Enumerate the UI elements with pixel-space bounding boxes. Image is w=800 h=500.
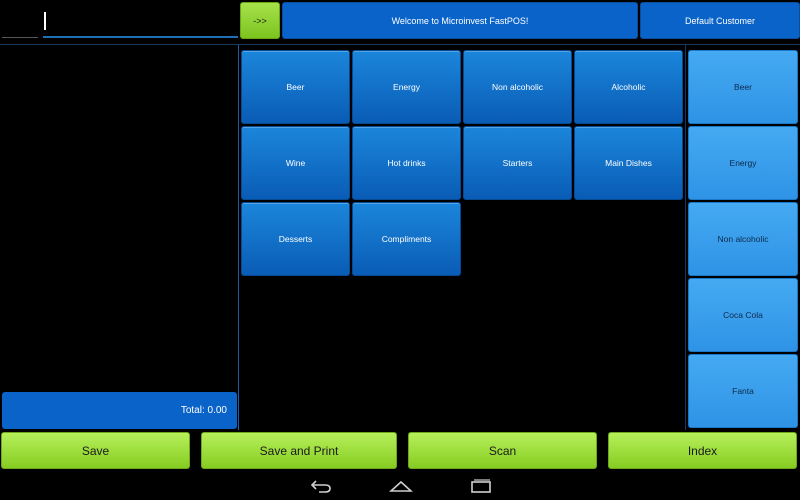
system-nav-bar: [0, 472, 800, 500]
category-desserts[interactable]: Desserts: [241, 202, 350, 276]
order-list[interactable]: [0, 46, 237, 390]
total-panel: Total: 0.00: [2, 392, 237, 429]
order-panel-divider: [238, 45, 239, 430]
home-icon[interactable]: [388, 476, 414, 496]
save-and-print-button[interactable]: Save and Print: [201, 432, 397, 469]
customer-button[interactable]: Default Customer: [640, 2, 800, 39]
items-panel-divider: [685, 45, 686, 430]
search-input[interactable]: [43, 4, 238, 38]
category-hot-drinks[interactable]: Hot drinks: [352, 126, 461, 200]
total-label: Total: 0.00: [180, 405, 227, 416]
recents-icon[interactable]: [468, 476, 494, 496]
category-beer[interactable]: Beer: [241, 50, 350, 124]
save-button[interactable]: Save: [1, 432, 190, 469]
text-caret: [44, 12, 46, 30]
category-main-dishes[interactable]: Main Dishes: [574, 126, 683, 200]
category-compliments[interactable]: Compliments: [352, 202, 461, 276]
category-alcoholic[interactable]: Alcoholic: [574, 50, 683, 124]
item-coca-cola[interactable]: Coca Cola: [688, 278, 798, 352]
go-button[interactable]: ->>: [240, 2, 280, 39]
item-beer[interactable]: Beer: [688, 50, 798, 124]
quantity-box[interactable]: [2, 10, 38, 38]
back-icon[interactable]: [308, 476, 334, 496]
welcome-banner: Welcome to Microinvest FastPOS!: [282, 2, 638, 39]
scan-button[interactable]: Scan: [408, 432, 597, 469]
header-divider: [0, 44, 800, 45]
category-starters[interactable]: Starters: [463, 126, 572, 200]
index-button[interactable]: Index: [608, 432, 797, 469]
item-fanta[interactable]: Fanta: [688, 354, 798, 428]
item-non-alcoholic[interactable]: Non alcoholic: [688, 202, 798, 276]
category-energy[interactable]: Energy: [352, 50, 461, 124]
category-wine[interactable]: Wine: [241, 126, 350, 200]
item-energy[interactable]: Energy: [688, 126, 798, 200]
category-non-alcoholic[interactable]: Non alcoholic: [463, 50, 572, 124]
